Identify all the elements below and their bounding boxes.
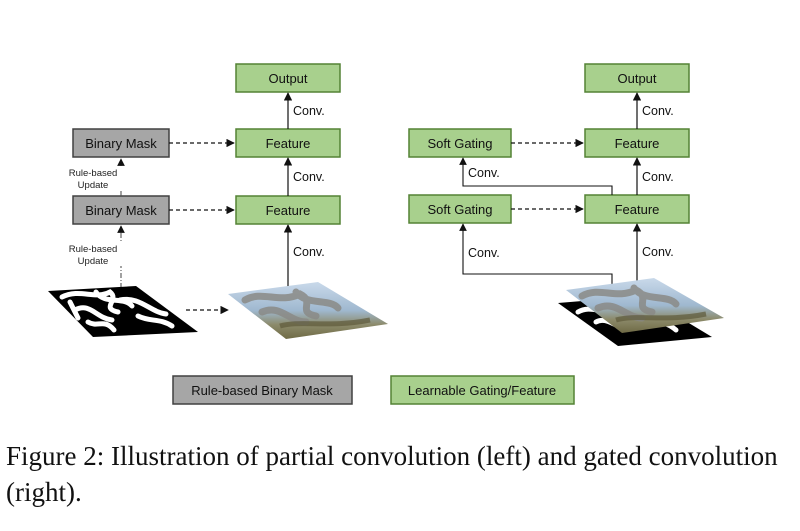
right-gate-conv-arrow-top [459,157,613,195]
right-input-masked-image [566,278,724,333]
right-soft-gating-bottom-label: Soft Gating [427,202,492,217]
left-output-node: Output [235,63,341,93]
legend-learnable: Learnable Gating/Feature [390,375,575,405]
left-feature-bottom-node: Feature [235,195,341,225]
left-update-label-top-line1: Rule-based [69,168,118,179]
legend-rule-based: Rule-based Binary Mask [172,375,353,405]
right-conv-label-mid: Conv. [642,170,674,184]
right-output-label: Output [617,71,656,86]
left-binary-mask-top-label: Binary Mask [85,136,157,151]
right-feature-bottom-label: Feature [615,202,660,217]
right-soft-gating-bottom-node: Soft Gating [408,194,512,224]
left-binary-mask-bottom-label: Binary Mask [85,203,157,218]
right-feature-bottom-node: Feature [584,194,690,224]
figure-caption: Figure 2: Illustration of partial convol… [6,441,778,507]
left-output-label: Output [268,71,307,86]
gated-convolution-diagram: Output Feature Feature Soft Gating Soft … [408,63,724,346]
left-feature-top-node: Feature [235,128,341,158]
left-update-label-bottom-line2: Update [78,256,109,267]
left-input-masked-image [228,282,388,339]
right-feature-top-node: Feature [584,128,690,158]
left-conv-label-top: Conv. [293,104,325,118]
right-gate-conv-label-bottom: Conv. [468,246,500,260]
left-update-label-bottom-line1: Rule-based [69,244,118,255]
right-output-node: Output [584,63,690,93]
left-input-mask-image [48,286,198,337]
right-feature-top-label: Feature [615,136,660,151]
right-gate-conv-label-top: Conv. [468,166,500,180]
left-conv-label-mid: Conv. [293,170,325,184]
right-gate-conv-arrow-bottom [459,223,613,292]
left-binary-mask-bottom-node: Binary Mask [72,195,170,225]
left-conv-label-bottom: Conv. [293,245,325,259]
legend-rule-based-label: Rule-based Binary Mask [191,383,333,398]
partial-convolution-diagram: Output Feature Feature Binary Mask Binar… [48,63,388,339]
right-soft-gating-top-node: Soft Gating [408,128,512,158]
legend-learnable-label: Learnable Gating/Feature [408,383,556,398]
right-conv-label-top: Conv. [642,104,674,118]
left-binary-mask-top-node: Binary Mask [72,128,170,158]
legend: Rule-based Binary Mask Learnable Gating/… [172,375,575,405]
left-update-label-top-line2: Update [78,180,109,191]
right-soft-gating-top-label: Soft Gating [427,136,492,151]
left-feature-top-label: Feature [266,136,311,151]
right-conv-label-bottom: Conv. [642,245,674,259]
left-feature-bottom-label: Feature [266,203,311,218]
